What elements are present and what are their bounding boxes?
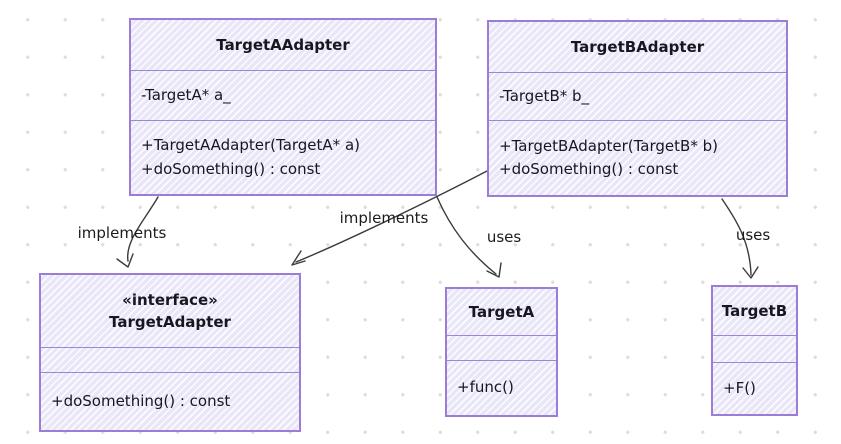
class-title-section: TargetB — [713, 287, 796, 335]
method: +F() — [723, 378, 756, 397]
class-title: TargetAdapter — [109, 313, 231, 331]
edge-label-implements: implements — [77, 224, 167, 242]
edge-label-uses: uses — [735, 226, 771, 244]
class-title-section: TargetAAdapter — [131, 20, 435, 70]
class-title: TargetAAdapter — [216, 36, 350, 54]
class-methods-section: +F() — [713, 362, 796, 414]
class-attributes-section — [447, 335, 556, 360]
method: +TargetBAdapter(TargetB* b) — [499, 136, 718, 155]
class-title: TargetB — [721, 302, 788, 320]
class-attributes-section: -TargetA* a_ — [131, 70, 435, 120]
class-title-section: TargetA — [447, 289, 556, 335]
class-node-targetadapter-interface[interactable]: «interface» TargetAdapter +doSomething()… — [39, 273, 301, 432]
edge-label-implements: implements — [339, 209, 429, 227]
class-methods-section: +TargetAAdapter(TargetA* a) +doSomething… — [131, 120, 435, 194]
method: +doSomething() : const — [141, 159, 321, 178]
method: +doSomething() : const — [51, 391, 231, 410]
class-attributes-section — [713, 335, 796, 362]
class-attributes-section — [41, 347, 299, 372]
class-title-section: «interface» TargetAdapter — [41, 275, 299, 347]
class-attributes-section: -TargetB* b_ — [489, 72, 786, 120]
class-stereotype: «interface» — [122, 291, 218, 309]
class-methods-section: +doSomething() : const — [41, 372, 299, 430]
class-methods-section: +TargetBAdapter(TargetB* b) +doSomething… — [489, 120, 786, 195]
class-title: TargetA — [468, 303, 535, 321]
method: +TargetAAdapter(TargetA* a) — [141, 136, 360, 154]
class-node-targetbadapter[interactable]: TargetBAdapter -TargetB* b_ +TargetBAdap… — [487, 20, 788, 197]
class-methods-section: +func() — [447, 360, 556, 415]
edge-label-uses: uses — [486, 228, 522, 246]
attribute: -TargetB* b_ — [499, 86, 590, 105]
class-title: TargetBAdapter — [570, 38, 705, 56]
class-node-targetb[interactable]: TargetB +F() — [711, 285, 798, 416]
method: +doSomething() : const — [499, 160, 679, 178]
attribute: -TargetA* a_ — [141, 85, 231, 104]
class-node-targeta[interactable]: TargetA +func() — [445, 287, 558, 417]
method: +func() — [457, 378, 514, 397]
class-node-targetaadapter[interactable]: TargetAAdapter -TargetA* a_ +TargetAAdap… — [129, 18, 437, 196]
class-title-section: TargetBAdapter — [489, 22, 786, 72]
